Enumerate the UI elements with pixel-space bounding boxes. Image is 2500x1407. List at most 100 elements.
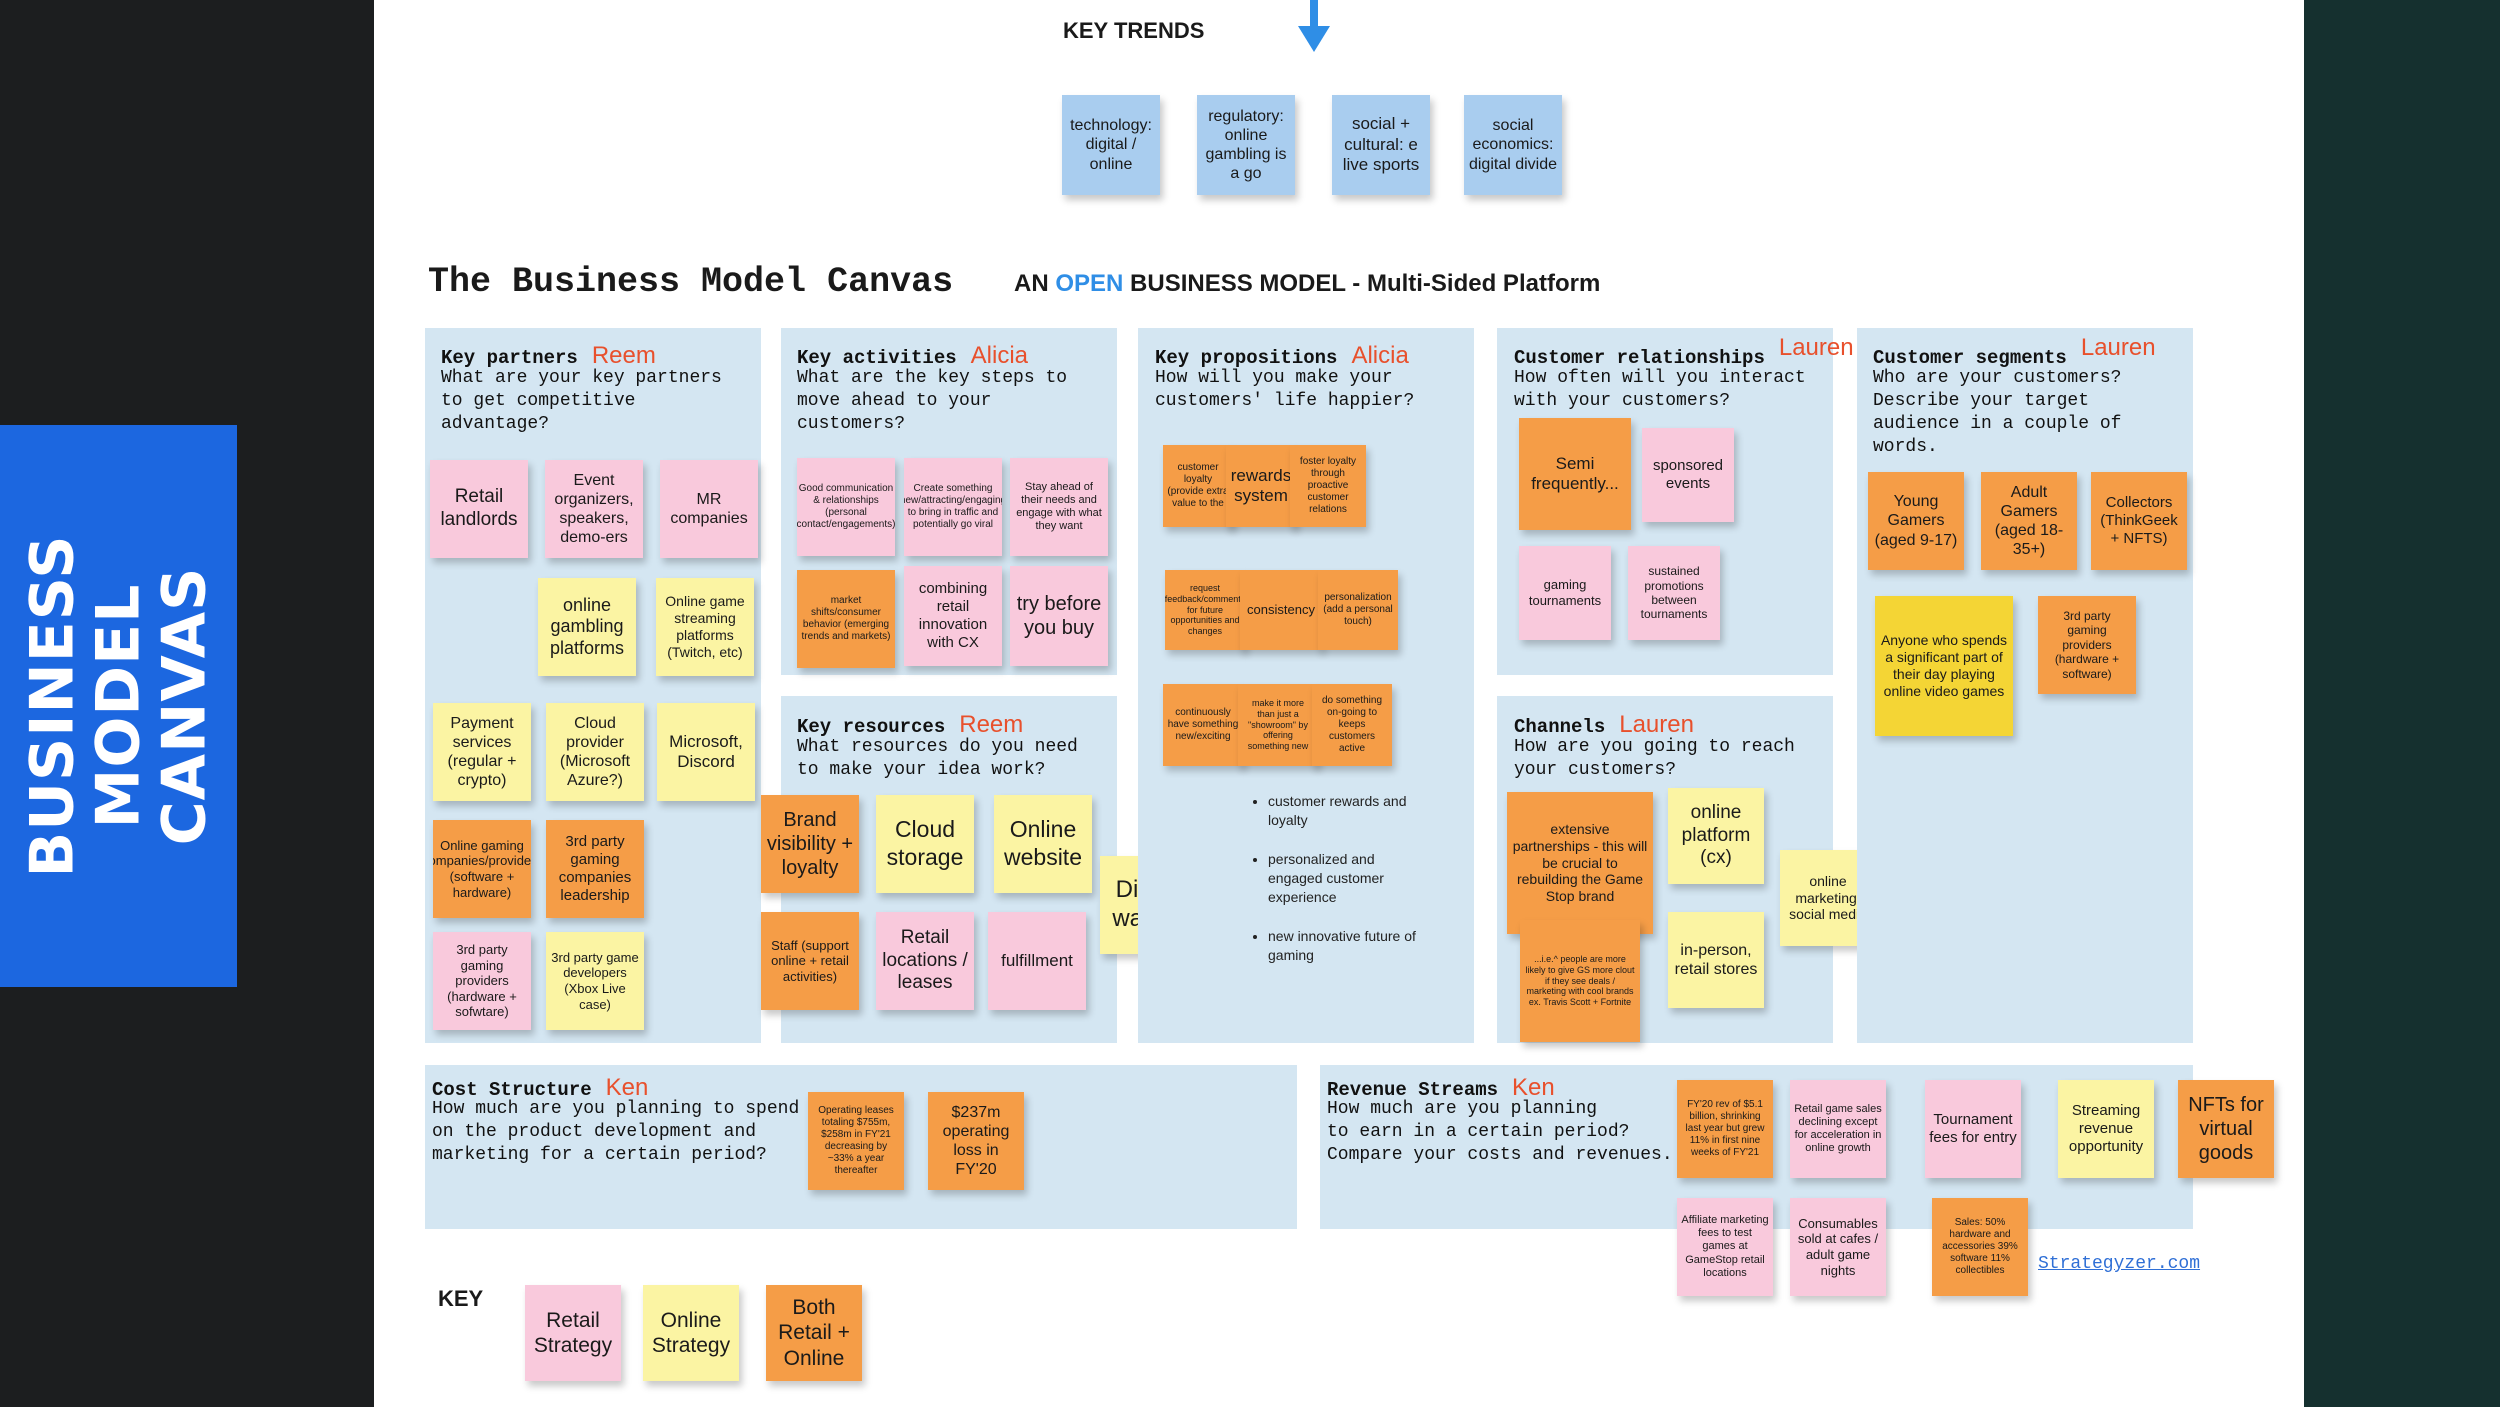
section-owner: Ken: [605, 1074, 649, 1101]
right-backdrop: [2304, 0, 2500, 1407]
proposition-note: personalization (add a personal touch): [1318, 570, 1398, 650]
revenue-note: Retail game sales declining except for a…: [1790, 1080, 1886, 1178]
proposition-note: customer loyalty (provide extra value to…: [1163, 445, 1233, 527]
proposition-note: make it more than just a "showroom" by o…: [1238, 684, 1318, 766]
section-owner: Alicia: [970, 342, 1028, 369]
segment-note: Adult Gamers (aged 18-35+): [1981, 472, 2077, 570]
partner-note: Event organizers, speakers, demo-ers: [545, 460, 643, 558]
revenue-note: Consumables sold at cafes / adult game n…: [1790, 1198, 1886, 1296]
section-owner: Reem: [591, 342, 656, 369]
segment-note: 3rd party gaming providers (hardware + s…: [2038, 596, 2136, 694]
partner-note: Cloud provider (Microsoft Azure?): [546, 703, 644, 801]
partner-note: 3rd party gaming providers (hardware + s…: [433, 932, 531, 1030]
trend-note: social economics: digital divide: [1464, 95, 1562, 195]
revenue-note: Affiliate marketing fees to test games a…: [1677, 1198, 1773, 1296]
subtitle-rest: BUSINESS MODEL - Multi-Sided Platform: [1130, 270, 1601, 297]
key-legend-title: KEY: [438, 1286, 484, 1311]
canvas-title: The Business Model Canvas: [428, 262, 954, 302]
strategyzer-link[interactable]: Strategyzer.com: [2038, 1254, 2201, 1274]
proposition-note: foster loyalty through proactive custome…: [1290, 445, 1366, 527]
key-propositions-question: How will you make your customers' life h…: [1155, 368, 1415, 411]
revenue-note: Tournament fees for entry: [1925, 1080, 2021, 1178]
proposition-bullets: customer rewards and loyalty personalize…: [1250, 792, 1418, 985]
channel-note: extensive partnerships - this will be cr…: [1507, 792, 1653, 934]
revenue-note: FY'20 rev of $5.1 billion, shrinking las…: [1677, 1080, 1773, 1178]
trend-note: technology: digital / online: [1062, 95, 1160, 195]
partner-note: Payment services (regular + crypto): [433, 703, 531, 801]
relationship-note: gaming tournaments: [1519, 546, 1611, 640]
segment-note: Anyone who spends a significant part of …: [1875, 596, 2013, 736]
section-owner: Alicia: [1351, 342, 1409, 369]
key-resources-question: What resources do you need to make your …: [797, 737, 1078, 780]
bullet-item: customer rewards and loyalty: [1268, 792, 1418, 830]
partner-note: Online gaming companies/providers (softw…: [433, 820, 531, 918]
key-partners-section: [425, 328, 761, 1043]
partner-note: 3rd party gaming companies leadership: [546, 820, 644, 918]
cost-note: $237m operating loss in FY'20: [928, 1092, 1024, 1190]
bullet-item: new innovative future of gaming: [1268, 927, 1418, 965]
trend-note: social + cultural: e live sports: [1332, 95, 1430, 195]
revenue-streams-question: How much are you planning to earn in a c…: [1327, 1099, 1673, 1165]
section-owner: Ken: [1512, 1074, 1555, 1101]
resource-note: fulfillment: [988, 912, 1086, 1010]
segment-note: Young Gamers (aged 9-17): [1868, 472, 1964, 570]
side-banner: BUSINESS MODEL CANVAS: [0, 425, 237, 987]
proposition-note: request feedback/comments for future opp…: [1165, 570, 1245, 650]
section-owner: Lauren: [1778, 334, 1854, 361]
channel-note: ...i.e.^ people are more likely to give …: [1520, 920, 1640, 1042]
arrow-down-icon: [1298, 0, 1330, 52]
resource-note: Cloud storage: [876, 795, 974, 893]
revenue-note: Sales: 50% hardware and accessories 39% …: [1932, 1198, 2028, 1296]
subtitle-prefix: AN: [1014, 270, 1049, 297]
key-activities-question: What are the key steps to move ahead to …: [797, 368, 1068, 434]
canvas-subtitle: AN OPEN BUSINESS MODEL - Multi-Sided Pla…: [1014, 270, 1600, 298]
proposition-note: continuously have something new/exciting: [1163, 684, 1243, 766]
trend-note: regulatory: online gambling is a go: [1197, 95, 1295, 195]
segment-note: Collectors (ThinkGeek + NFTS): [2091, 472, 2187, 570]
partner-note: online gambling platforms: [538, 578, 636, 676]
proposition-note: rewards system: [1226, 445, 1296, 527]
cost-structure-question: How much are you planning to spend on th…: [432, 1099, 800, 1165]
resource-note: Brand visibility + loyalty: [761, 795, 859, 893]
partner-note: MR companies: [660, 460, 758, 558]
partner-note: Microsoft, Discord: [657, 703, 755, 801]
legend-online-note: Online Strategy: [643, 1285, 739, 1381]
activity-note: try before you buy: [1010, 566, 1108, 666]
relationship-note: sustained promotions between tournaments: [1628, 546, 1720, 640]
section-owner: Lauren: [2080, 334, 2156, 361]
subtitle-open: OPEN: [1055, 270, 1124, 297]
relationship-note: sponsored events: [1642, 428, 1734, 522]
customer-relationships-question: How often will you interact with your cu…: [1514, 368, 1806, 411]
activity-note: Stay ahead of their needs and engage wit…: [1010, 458, 1108, 556]
activity-note: Create something new/attracting/engaging…: [904, 458, 1002, 556]
channel-note: online platform (cx): [1668, 788, 1764, 884]
activity-note: Good communication & relationships (pers…: [797, 458, 895, 556]
section-owner: Lauren: [1619, 711, 1694, 738]
revenue-note: NFTs for virtual goods: [2178, 1080, 2274, 1178]
channel-note: in-person, retail stores: [1668, 912, 1764, 1008]
legend-retail-note: Retail Strategy: [525, 1285, 621, 1381]
key-partners-question: What are your key partners to get compet…: [441, 368, 722, 434]
proposition-note: do something on-going to keeps customers…: [1312, 684, 1392, 766]
partner-note: Retail landlords: [430, 460, 528, 558]
activity-note: combining retail innovation with CX: [904, 566, 1002, 666]
resource-note: Retail locations / leases: [876, 912, 974, 1010]
section-owner: Reem: [959, 711, 1024, 738]
legend-both-note: Both Retail + Online: [766, 1285, 862, 1381]
resource-note: Staff (support online + retail activitie…: [761, 912, 859, 1010]
side-banner-title: BUSINESS MODEL CANVAS: [17, 534, 220, 878]
partner-note: 3rd party game developers (Xbox Live cas…: [546, 932, 644, 1030]
cost-note: Operating leases totaling $755m, $258m i…: [808, 1092, 904, 1190]
key-trends-title: KEY TRENDS: [1063, 18, 1205, 43]
partner-note: Online game streaming platforms (Twitch,…: [656, 578, 754, 676]
revenue-note: Streaming revenue opportunity: [2058, 1080, 2154, 1178]
